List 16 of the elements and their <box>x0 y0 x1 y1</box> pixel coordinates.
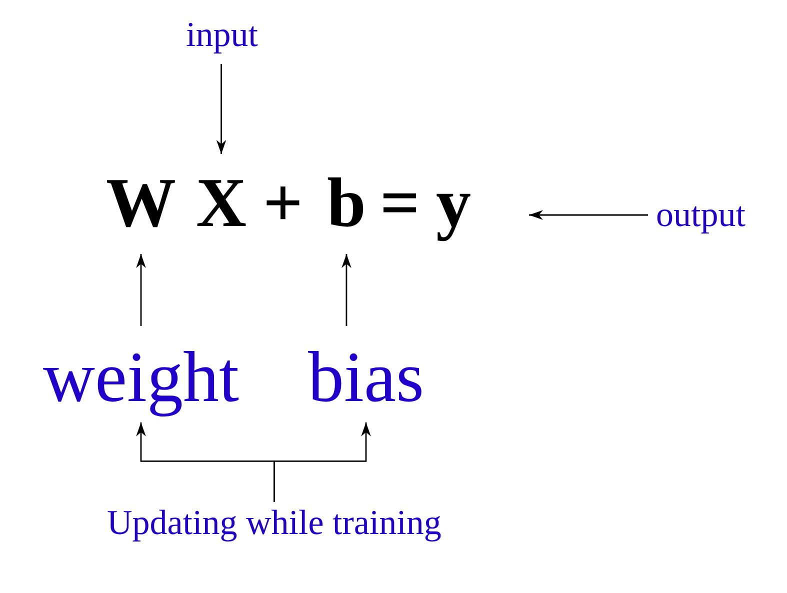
arrow <box>274 422 371 502</box>
equation-term: y <box>436 162 471 246</box>
arrow <box>216 64 226 154</box>
parameter-label: weight <box>43 334 239 420</box>
equation-operator: = <box>380 164 420 244</box>
annotation-label: output <box>656 194 746 236</box>
parameter-label: bias <box>308 334 424 420</box>
equation-term: W <box>106 162 176 246</box>
equation-term: b <box>327 162 366 246</box>
arrow <box>529 210 648 220</box>
equation-term: X <box>196 162 247 246</box>
annotation-label: Updating while training <box>107 502 442 544</box>
arrow <box>342 254 352 326</box>
arrow <box>136 254 146 326</box>
equation-operator: + <box>263 164 303 244</box>
annotation-label: input <box>186 14 258 56</box>
